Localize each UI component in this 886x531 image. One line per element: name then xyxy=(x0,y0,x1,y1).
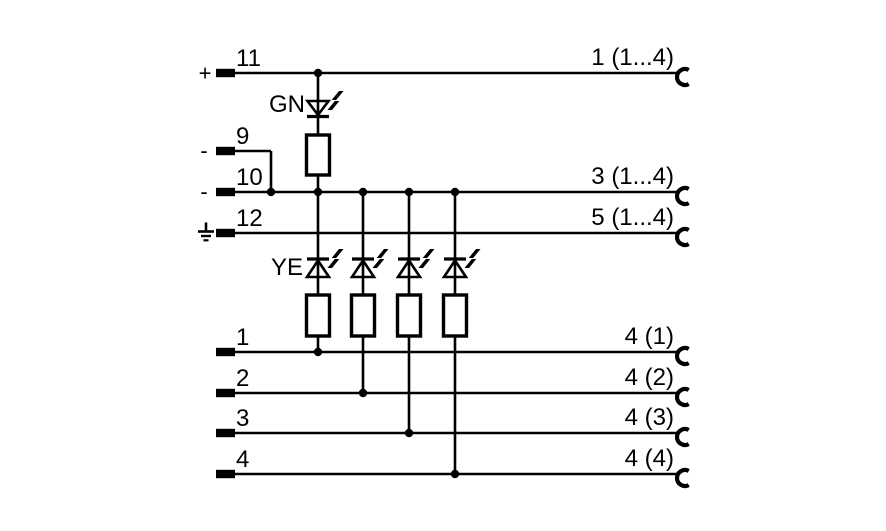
resistors xyxy=(304,133,469,338)
terminal-10 xyxy=(216,187,235,197)
terminal-9 xyxy=(216,146,235,156)
terminal-4 xyxy=(216,469,235,479)
resistor-3 xyxy=(395,293,423,338)
pin-label-12: 12 xyxy=(236,205,263,232)
pin-label-4: 4 xyxy=(236,446,249,473)
terminal-3 xyxy=(216,428,235,438)
socket-contacts xyxy=(677,69,689,486)
left-pin-labels: 11 9 10 12 1 2 3 4 xyxy=(236,45,263,473)
socket-label-1: 1 (1...4) xyxy=(591,44,674,71)
polarity-plus: + xyxy=(199,61,212,86)
junction-dot xyxy=(313,187,323,197)
socket-label-5: 5 (1...4) xyxy=(591,204,674,231)
socket-label-4-3: 4 (3) xyxy=(625,404,674,431)
resistor-4 xyxy=(441,293,469,338)
socket-contact-icon xyxy=(677,348,689,364)
earth-ground-icon xyxy=(198,222,214,242)
pin-label-11: 11 xyxy=(236,45,261,72)
flash-icon xyxy=(418,249,435,268)
terminal-2 xyxy=(216,388,235,398)
polarity-symbols: + - - xyxy=(199,61,212,205)
resistor-1 xyxy=(304,293,332,338)
resistor-2 xyxy=(349,293,377,338)
junction-dot xyxy=(404,428,414,438)
junction-dot xyxy=(450,187,460,197)
junction-dot xyxy=(358,388,368,398)
socket-contact-icon xyxy=(677,188,689,204)
junction-dot xyxy=(358,187,368,197)
socket-contact-icon xyxy=(677,69,689,85)
pin-label-3: 3 xyxy=(236,405,249,432)
terminal-12 xyxy=(216,228,235,238)
terminals xyxy=(216,68,235,479)
resistor-green-led xyxy=(304,133,332,177)
led-label-ye: YE xyxy=(271,254,303,281)
pin-label-9: 9 xyxy=(236,123,249,150)
junction-dot xyxy=(404,187,414,197)
pin-label-2: 2 xyxy=(236,365,249,392)
terminal-1 xyxy=(216,347,235,357)
junction-dots xyxy=(266,68,460,479)
terminal-11 xyxy=(216,68,235,78)
socket-label-4-2: 4 (2) xyxy=(625,364,674,391)
socket-contact-icon xyxy=(677,429,689,445)
socket-label-3: 3 (1...4) xyxy=(591,163,674,190)
socket-contact-icon xyxy=(677,389,689,405)
junction-dot xyxy=(450,469,460,479)
socket-contact-icon xyxy=(677,470,689,486)
flash-icons xyxy=(327,91,481,268)
pin-label-10: 10 xyxy=(236,164,263,191)
socket-label-4-4: 4 (4) xyxy=(625,445,674,472)
socket-contact-icon xyxy=(677,229,689,245)
socket-label-4-1: 4 (1) xyxy=(625,323,674,350)
flash-icon xyxy=(372,249,389,268)
right-pin-labels: 1 (1...4) 3 (1...4) 5 (1...4) 4 (1) 4 (2… xyxy=(591,44,674,472)
junction-dot xyxy=(266,187,276,197)
led-labels: GN YE xyxy=(269,91,305,281)
junction-dot xyxy=(313,68,323,78)
flash-icon xyxy=(327,249,344,268)
polarity-minus-9: - xyxy=(200,138,207,163)
flash-icon xyxy=(464,249,481,268)
led-label-gn: GN xyxy=(269,91,305,118)
polarity-minus-10: - xyxy=(200,179,207,204)
junction-dot xyxy=(313,347,323,357)
pin-label-1: 1 xyxy=(236,324,249,351)
